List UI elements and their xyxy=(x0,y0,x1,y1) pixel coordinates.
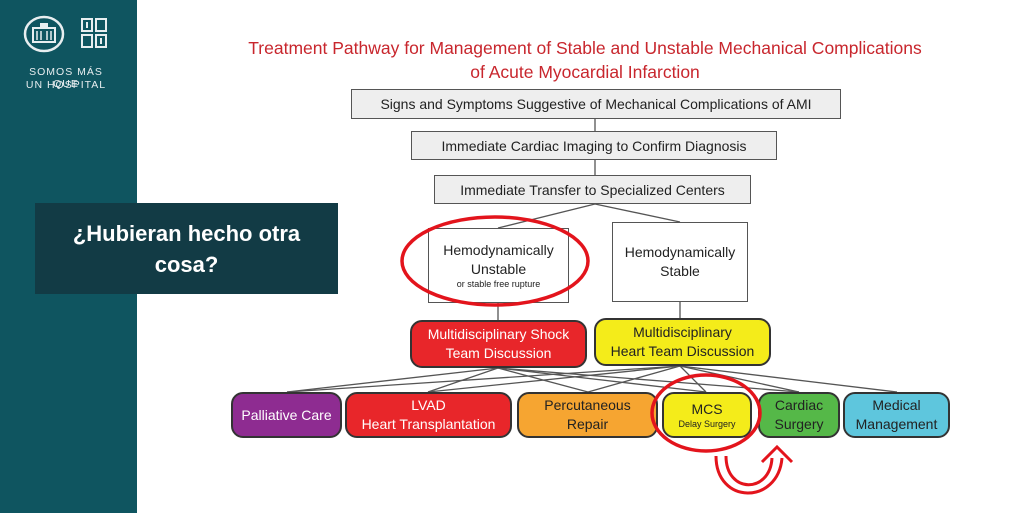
option-sublabel: Management xyxy=(855,416,938,432)
brand-tagline-line2: UN HOSPITAL xyxy=(25,79,107,91)
hemodynamically-stable-box: Hemodynamically Stable xyxy=(612,222,748,302)
hemodynamically-unstable-box: Hemodynamically Unstable or stable free … xyxy=(428,228,569,303)
option-sublabel: Repair xyxy=(566,416,609,432)
option-medical-management: Medical Management xyxy=(843,392,950,438)
option-label: Cardiac xyxy=(774,397,824,413)
connector-step3-unstable xyxy=(497,203,596,229)
option-palliative-care: Palliative Care xyxy=(231,392,342,438)
heart-team-discussion: Multidisciplinary Heart Team Discussion xyxy=(594,318,771,366)
brand-tagline-line1: SOMOS MÁS QUE xyxy=(29,66,103,90)
question-banner: ¿Hubieran hecho otra cosa? xyxy=(35,203,338,294)
option-label: LVAD xyxy=(411,397,446,413)
unstable-note: or stable free rupture xyxy=(456,279,541,289)
unstable-line1: Hemodynamically xyxy=(443,242,554,258)
option-cardiac-surgery: Cardiac Surgery xyxy=(758,392,840,438)
option-sublabel: Heart Transplantation xyxy=(361,416,496,432)
option-lvad-transplant: LVAD Heart Transplantation xyxy=(345,392,512,438)
option-label: Percutaneous xyxy=(544,397,631,413)
stable-line2: Stable xyxy=(660,263,700,279)
connector-step3-stable xyxy=(594,203,681,223)
option-label: MCS xyxy=(691,401,723,417)
step-signs-symptoms: Signs and Symptoms Suggestive of Mechani… xyxy=(351,89,841,119)
option-sublabel: Surgery xyxy=(774,416,824,432)
diagram-title: Treatment Pathway for Management of Stab… xyxy=(190,36,980,84)
cross-grid-icon xyxy=(81,18,107,48)
step-cardiac-imaging: Immediate Cardiac Imaging to Confirm Dia… xyxy=(411,131,777,160)
title-line2: of Acute Myocardial Infarction xyxy=(470,62,700,82)
building-emblem-icon xyxy=(23,15,65,53)
shock-team-discussion: Multidisciplinary Shock Team Discussion xyxy=(410,320,587,368)
stable-line1: Hemodynamically xyxy=(624,244,736,260)
unstable-line2: Unstable xyxy=(470,261,527,277)
option-label: Palliative Care xyxy=(241,406,332,423)
option-sublabel: Delay Surgery xyxy=(678,419,736,429)
heart-team-line2: Heart Team Discussion xyxy=(610,343,755,359)
heart-team-line1: Multidisciplinary xyxy=(633,324,732,340)
option-percutaneous-repair: Percutaneous Repair xyxy=(517,392,658,438)
step-transfer-centers: Immediate Transfer to Specialized Center… xyxy=(434,175,751,204)
shock-team-line2: Team Discussion xyxy=(445,345,552,361)
option-mcs-delay-surgery: MCS Delay Surgery xyxy=(662,392,752,438)
option-label: Medical xyxy=(872,397,921,413)
shock-team-line1: Multidisciplinary Shock xyxy=(427,326,570,342)
title-line1: Treatment Pathway for Management of Stab… xyxy=(248,38,922,58)
